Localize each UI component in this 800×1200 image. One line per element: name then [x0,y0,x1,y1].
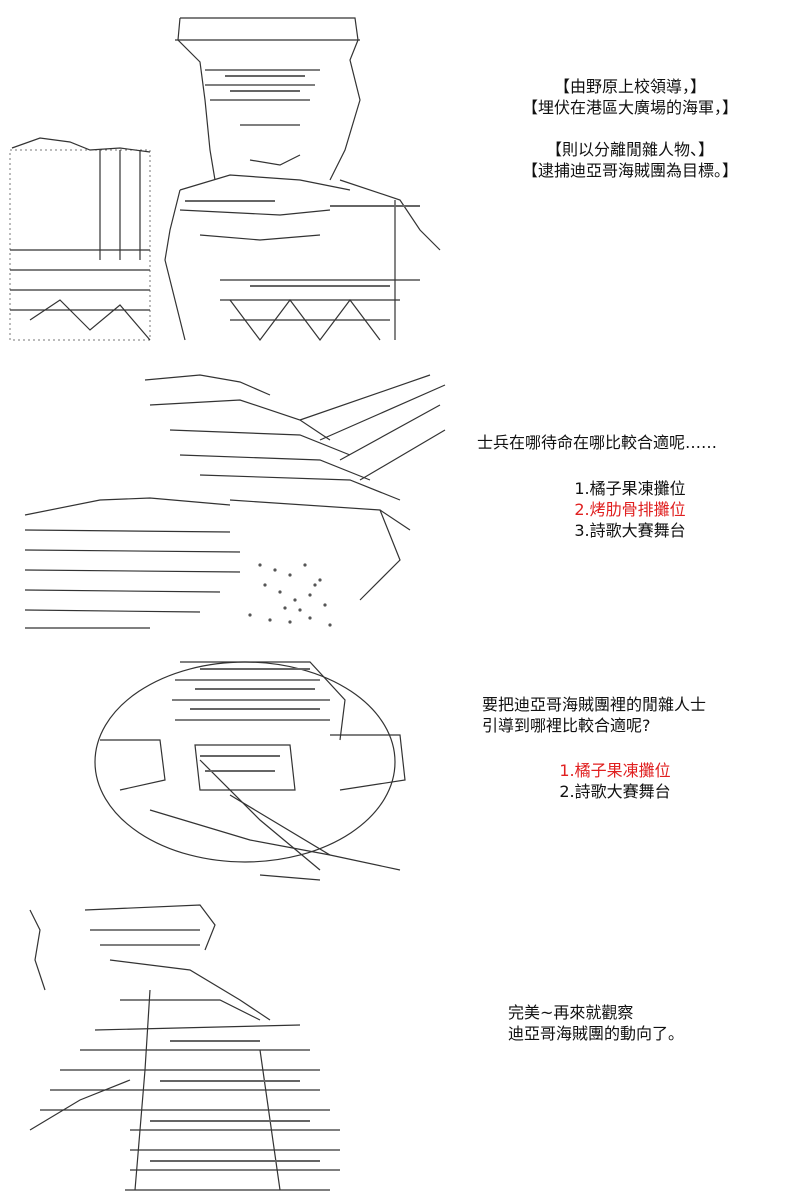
choice-list: 1.橘子果凍攤位 2.詩歌大賽舞台 [445,760,785,802]
panel-3: 要把迪亞哥海賊團裡的閒雜人士 引導到哪裡比較合適呢? 1.橘子果凍攤位 2.詩歌… [0,640,800,890]
question-line-1: 要把迪亞哥海賊團裡的閒雜人士 [482,695,707,714]
narration-line-2: 迪亞哥海賊團的動向了。 [508,1024,685,1043]
narration-line-1: 完美~再來就觀察 [508,1003,634,1022]
narration-box: 完美~再來就觀察 迪亞哥海賊團的動向了。 [508,1002,684,1044]
choice-option-selected: 2.烤肋骨排攤位 [574,500,686,519]
narration-box: 【由野原上校領導，】 【埋伏在港區大廣場的海軍，】 【則以分離閒雜人物、】 【逮… [460,76,800,181]
choice-option: 2.詩歌大賽舞台 [559,782,671,801]
ascii-art-crouching-soldier [24,374,446,629]
narration-line-3: 【則以分離閒雜人物、】 [545,140,714,159]
choice-list: 1.橘子果凍攤位 2.烤肋骨排攤位 3.詩歌大賽舞台 [460,478,800,541]
narration-gap [460,118,800,139]
ascii-art-figure-looking-up [29,904,340,1191]
choice-option: 3.詩歌大賽舞台 [574,521,686,540]
panel-4: 完美~再來就觀察 迪亞哥海賊團的動向了。 [0,890,800,1200]
panel-2: 士兵在哪待命在哪比較合適呢…… 1.橘子果凍攤位 2.烤肋骨排攤位 3.詩歌大賽… [0,360,800,640]
narration-line-1: 【由野原上校領導，】 [553,77,706,96]
choice-option-selected: 1.橘子果凍攤位 [559,761,671,780]
choice-option: 1.橘子果凍攤位 [574,479,686,498]
ascii-art-round-face-closeup [94,661,406,881]
question-line-2: 引導到哪裡比較合適呢? [482,716,651,735]
narration-line-2: 【埋伏在港區大廣場的海軍，】 [521,98,738,117]
question-text: 士兵在哪待命在哪比較合適呢…… [477,433,718,452]
panel-1: 【由野原上校領導，】 【埋伏在港區大廣場的海軍，】 【則以分離閒雜人物、】 【逮… [0,0,800,360]
ascii-art-officer-with-onlookers [9,17,441,341]
narration-line-4: 【逮捕迪亞哥海賊團為目標。】 [521,161,738,180]
question-text: 要把迪亞哥海賊團裡的閒雜人士 引導到哪裡比較合適呢? [482,694,706,736]
